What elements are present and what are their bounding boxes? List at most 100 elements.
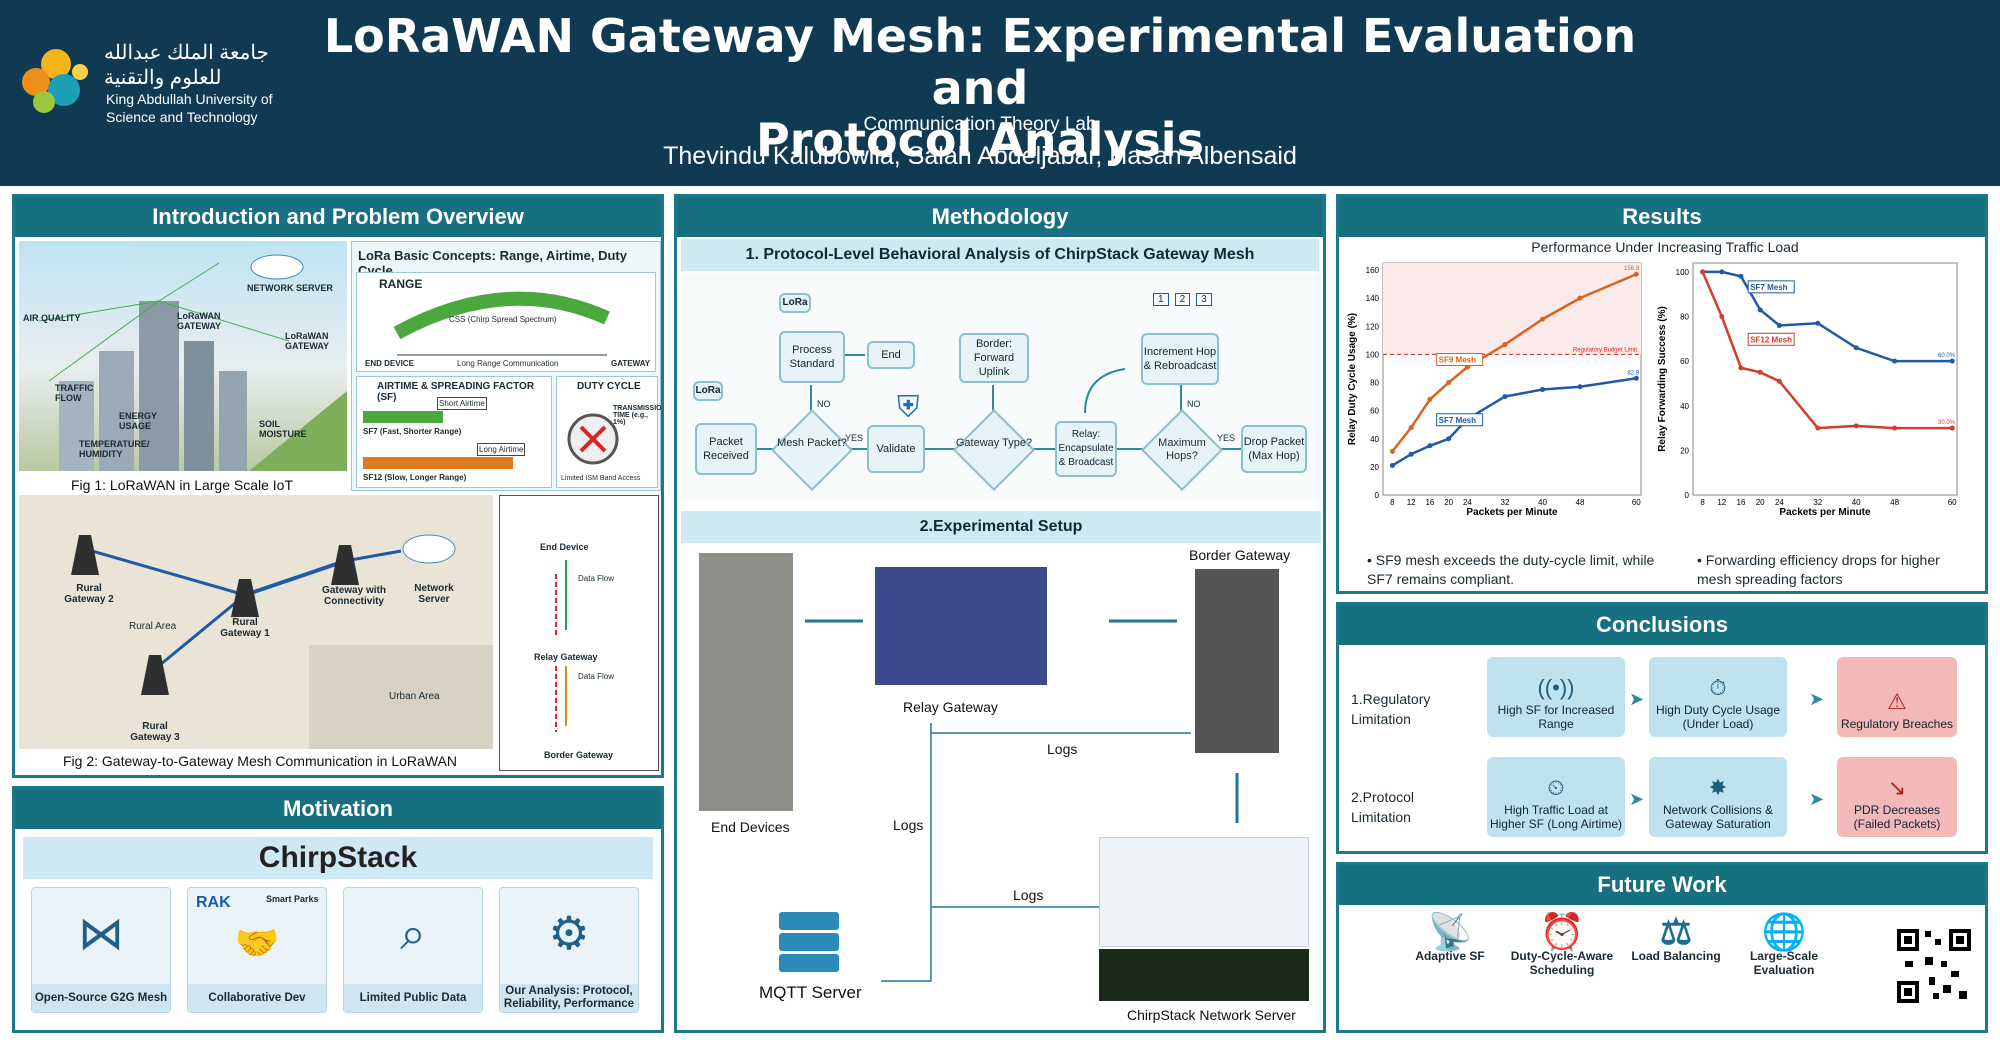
long-airtime: Long Airtime — [477, 443, 526, 456]
rak-logo: RAK — [196, 894, 231, 911]
y-tick-label: 40 — [1680, 402, 1689, 411]
signal-icon: ((•)) — [1537, 675, 1575, 700]
terminal-screenshot — [1099, 949, 1309, 1001]
city-label: TRAFFIC FLOW — [55, 383, 94, 403]
range-arc — [393, 291, 610, 356]
poster-title: LoRaWAN Gateway Mesh: Experimental Evalu… — [323, 9, 1637, 167]
conclusions-panel: Conclusions 1.Regulatory Limitation 2.Pr… — [1336, 602, 1988, 854]
lora-concepts: LoRa Basic Concepts: Range, Airtime, Dut… — [351, 241, 661, 491]
end-value-label: 60.0% — [1938, 353, 1956, 359]
motivation-tile: ⋈Open-Source G2G Mesh — [31, 887, 171, 1013]
series-label: SF12 Mesh — [1750, 335, 1792, 344]
lora-badge: LoRa — [779, 293, 811, 313]
gateway-label: GATEWAY — [611, 359, 651, 368]
handshake-icon: 🤝 — [234, 922, 280, 963]
qr-code-icon — [1895, 927, 1973, 1005]
chart-title: Performance Under Increasing Traffic Loa… — [1531, 239, 1799, 255]
data-point — [1577, 384, 1583, 390]
future-item: ⚖Load Balancing — [1611, 911, 1741, 964]
mesh-map-drawing — [71, 534, 493, 749]
data-point — [1719, 269, 1725, 275]
methodology-heading: Methodology — [677, 197, 1323, 237]
end-device-label: END DEVICE — [365, 359, 414, 368]
city-label: LoRaWAN GATEWAY — [177, 311, 222, 331]
conclusion-tile-alert: ⚠Regulatory Breaches — [1837, 657, 1957, 737]
x-tick-label: 32 — [1501, 498, 1510, 507]
x-tick-label: 24 — [1775, 498, 1784, 507]
rural-area: Rural Area — [129, 621, 177, 632]
x-tick-label: 8 — [1390, 498, 1395, 507]
conclusion-tile-alert: ↘PDR Decreases (Failed Packets) — [1837, 757, 1957, 837]
x-tick-label: 60 — [1948, 498, 1957, 507]
future-panel: Future Work 📡Adaptive SF ⏰Duty-Cycle-Awa… — [1336, 862, 1988, 1033]
city-scene — [38, 254, 347, 471]
range-label: RANGE — [379, 277, 423, 291]
gateway-connectivity: Gateway with Connectivity — [322, 585, 386, 607]
sf12-label: SF12 (Slow, Longer Range) — [363, 473, 467, 482]
flow-inc: Increment Hop & Rebroadcast — [1141, 333, 1219, 385]
flow-no1: NO — [817, 399, 831, 409]
css-label: CSS (Chirp Spread Spectrum) — [449, 315, 557, 324]
relay-gateway-label: Relay Gateway — [534, 652, 598, 662]
section1-heading: 1. Protocol-Level Behavioral Analysis of… — [681, 239, 1319, 271]
relay-end-device: End Device — [540, 542, 589, 552]
series-label: SF7 Mesh — [1439, 416, 1476, 425]
fig2-caption: Fig 2: Gateway-to-Gateway Mesh Communica… — [63, 753, 457, 769]
y-tick-label: 0 — [1685, 491, 1690, 500]
y-tick-label: 80 — [1370, 379, 1379, 388]
flow-yes2: YES — [1217, 433, 1236, 443]
data-point — [1815, 425, 1821, 431]
motivation-panel: Motivation ChirpStack ⋈Open-Source G2G M… — [12, 786, 664, 1033]
y-tick-label: 60 — [1370, 407, 1379, 416]
end-value-label: 156.9 — [1624, 266, 1640, 272]
arrow-icon: ➤ — [1809, 689, 1825, 709]
city-illustration: NETWORK SERVER AIR QUALITY LoRaWAN GATEW… — [19, 241, 347, 471]
urban-area: Urban Area — [389, 691, 440, 702]
data-point — [1757, 369, 1763, 375]
series-label-box — [1436, 413, 1484, 427]
gear-chart-icon: ⚙ — [548, 907, 590, 959]
cns-label: ChirpStack Network Server — [1127, 1007, 1296, 1023]
mesh-map: Rural Gateway 2 Rural Gateway 1 Rural Ga… — [19, 495, 493, 749]
series-label: SF9 Mesh — [1439, 356, 1476, 365]
short-airtime: Short Airtime — [437, 397, 487, 410]
relay-gateway-photo — [875, 567, 1047, 685]
smart-parks-logo: Smart Parks — [266, 894, 319, 904]
data-point — [1539, 387, 1545, 393]
clock-icon: ⏰ — [1539, 911, 1585, 952]
x-tick-label: 16 — [1425, 498, 1434, 507]
x-tick-label: 60 — [1632, 498, 1641, 507]
motivation-tile: ⚙Our Analysis: Protocol, Reliability, Pe… — [499, 887, 639, 1013]
scale-icon: ⚖ — [1659, 911, 1693, 952]
y-tick-label: 20 — [1680, 446, 1689, 455]
flow-drop: Drop Packet (Max Hop) — [1241, 425, 1307, 473]
result-bullet-1: • SF9 mesh exceeds the duty-cycle limit,… — [1367, 552, 1655, 587]
relay-flow2: Data Flow — [578, 672, 615, 681]
series-label: SF7 Mesh — [1750, 283, 1787, 292]
logs-label: Logs — [1013, 887, 1044, 903]
series-label-box — [1747, 280, 1795, 294]
x-tick-label: 48 — [1890, 498, 1899, 507]
flow-validate: Validate — [867, 425, 925, 473]
data-point — [1853, 345, 1859, 351]
y-axis-label: Relay Duty Cycle Usage (%) — [1347, 313, 1358, 445]
future-item: 🌐Large-Scale Evaluation — [1719, 914, 1849, 978]
data-point — [1577, 295, 1583, 301]
border-gateway-setup: Border Gateway — [1189, 547, 1291, 563]
data-point — [1776, 378, 1782, 384]
flow-yes1: YES — [845, 433, 864, 443]
data-point — [1738, 273, 1744, 279]
chirpstack-ui-screenshot — [1099, 837, 1309, 947]
duty-cycle-chart: Regulatory Budget Limit02040608010012014… — [1347, 262, 1642, 518]
y-tick-label: 40 — [1370, 435, 1379, 444]
long-range-label: Long Range Communication — [457, 359, 559, 368]
end-value-label: 30.0% — [1938, 420, 1956, 426]
future-item: 📡Adaptive SF — [1385, 914, 1515, 964]
decrease-icon: ↘ — [1887, 775, 1907, 800]
data-point — [1776, 322, 1782, 328]
chirpstack-logo: ChirpStack — [23, 837, 653, 879]
y-tick-label: 60 — [1680, 357, 1689, 366]
conclusion-tile: ((•))High SF for Increased Range — [1487, 657, 1625, 737]
data-point — [1502, 394, 1508, 400]
